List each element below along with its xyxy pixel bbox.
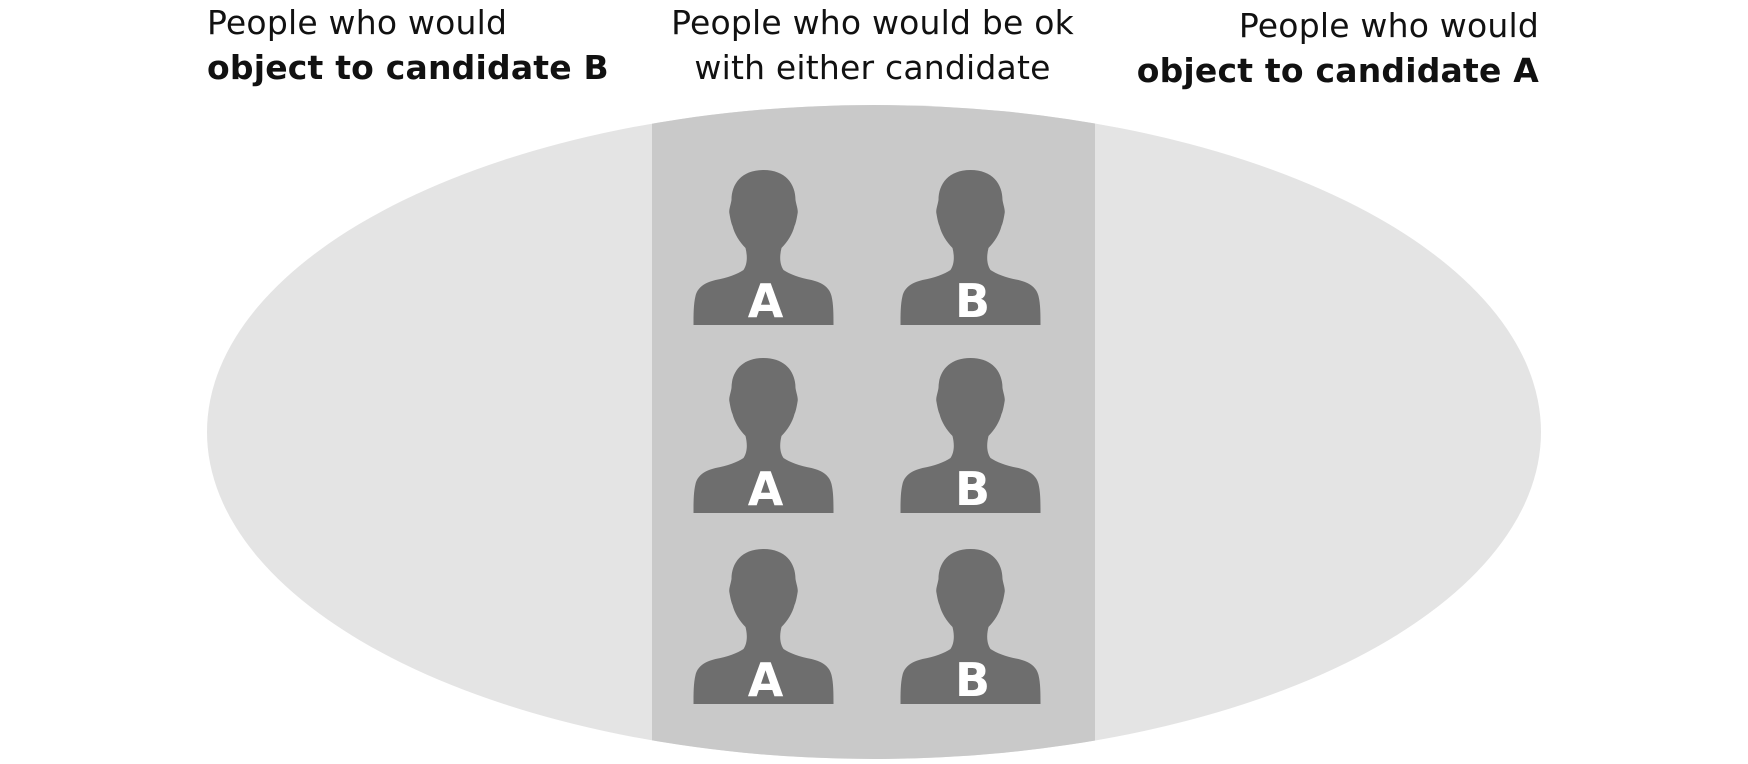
person-3-b: B xyxy=(900,549,1041,707)
label-ok-with-either-line1: People who would be ok xyxy=(671,3,1074,42)
ok-with-either-band xyxy=(652,105,1095,759)
person-3-a: A xyxy=(693,549,834,707)
person-1-a: A xyxy=(693,170,834,328)
candidate-letter: B xyxy=(955,462,990,516)
label-object-to-b-line1: People who would xyxy=(207,3,508,42)
candidate-letter: A xyxy=(748,653,784,707)
candidate-letter: B xyxy=(955,274,990,328)
candidate-letter: A xyxy=(748,462,784,516)
label-ok-with-either-line2: with either candidate xyxy=(694,48,1051,87)
person-1-b: B xyxy=(900,170,1041,328)
candidate-letter: A xyxy=(748,274,784,328)
people-grid: A B A B A B xyxy=(693,170,1041,707)
label-ok-with-either: People who would be ok with either candi… xyxy=(620,0,1125,90)
label-object-to-a-line1: People who would xyxy=(1238,6,1539,45)
label-object-to-b: People who would object to candidate B xyxy=(207,0,609,90)
label-object-to-a: People who would object to candidate A xyxy=(1137,3,1539,93)
label-object-to-a-line2: object to candidate A xyxy=(1136,51,1539,90)
candidate-letter: B xyxy=(955,653,990,707)
person-2-b: B xyxy=(900,358,1041,516)
person-2-a: A xyxy=(693,358,834,516)
label-object-to-b-line2: object to candidate B xyxy=(207,48,609,87)
